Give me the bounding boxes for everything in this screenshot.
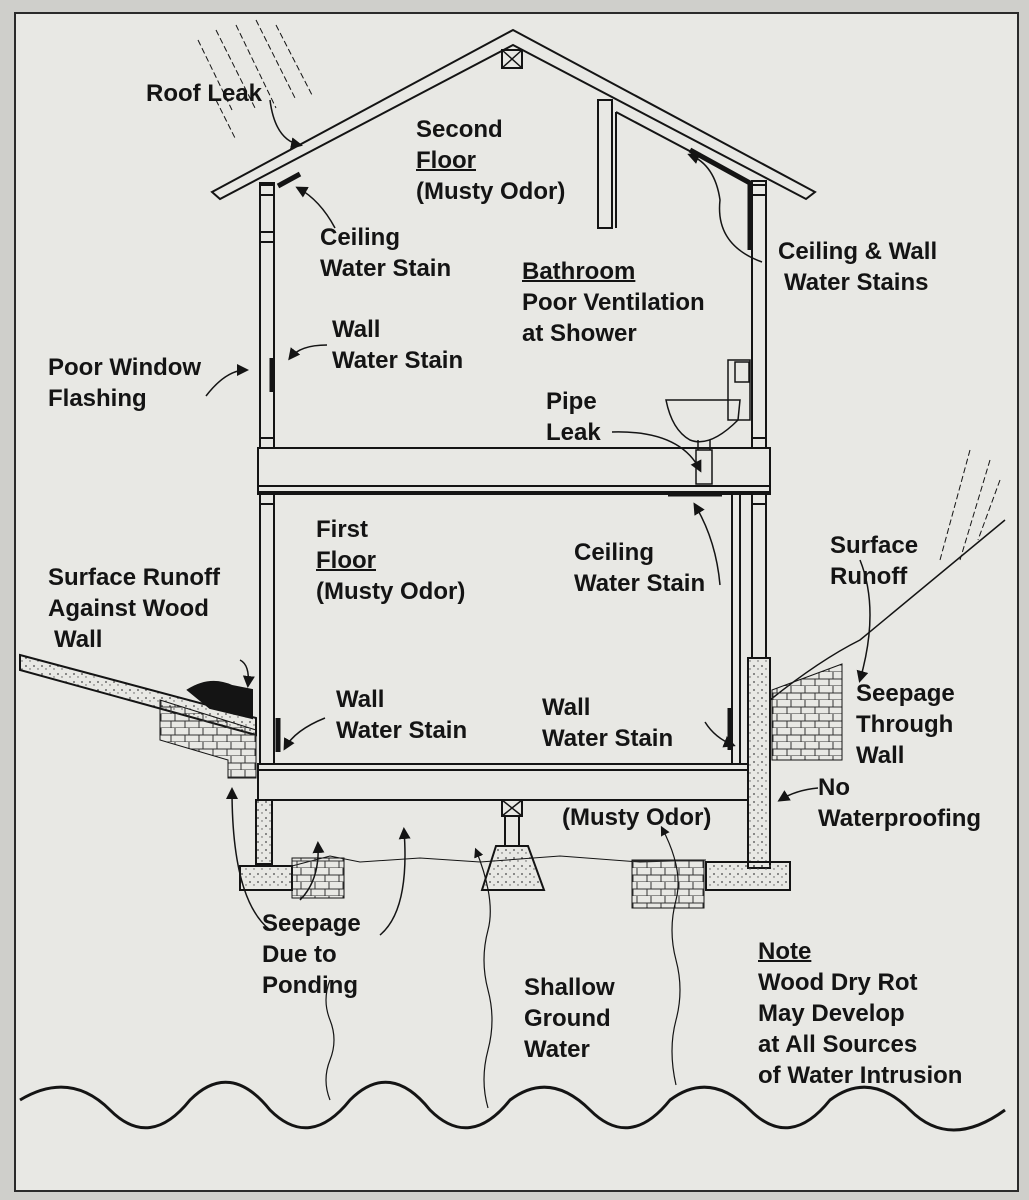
leader-arrows	[205, 99, 871, 936]
second-floor-walls	[259, 99, 767, 449]
ground-left-slope	[19, 653, 257, 779]
water-stain-marks	[269, 171, 733, 752]
center-pier	[480, 799, 546, 891]
rain-lines-roof	[197, 19, 313, 141]
ground-right-slope	[769, 519, 1006, 761]
right-foundation-wall	[705, 657, 791, 891]
label-second-floor: Second Floor (Musty Odor)	[416, 116, 566, 205]
label-crawlspace-musty-odor: (Musty Odor)	[562, 804, 712, 831]
crawlspace-ground	[291, 855, 707, 909]
rain-lines-right	[939, 449, 1001, 561]
label-roof-leak: Roof Leak	[146, 80, 263, 107]
roof	[210, 28, 817, 201]
water-table-waves	[19, 1080, 1006, 1132]
left-foundation-footing	[239, 799, 293, 891]
toilet-fixture	[665, 359, 751, 485]
floor-joist-upper	[257, 447, 771, 495]
floor-joist-lower	[257, 763, 749, 801]
paper-sheet	[14, 12, 1019, 1192]
groundwater-squiggles	[325, 825, 681, 1109]
